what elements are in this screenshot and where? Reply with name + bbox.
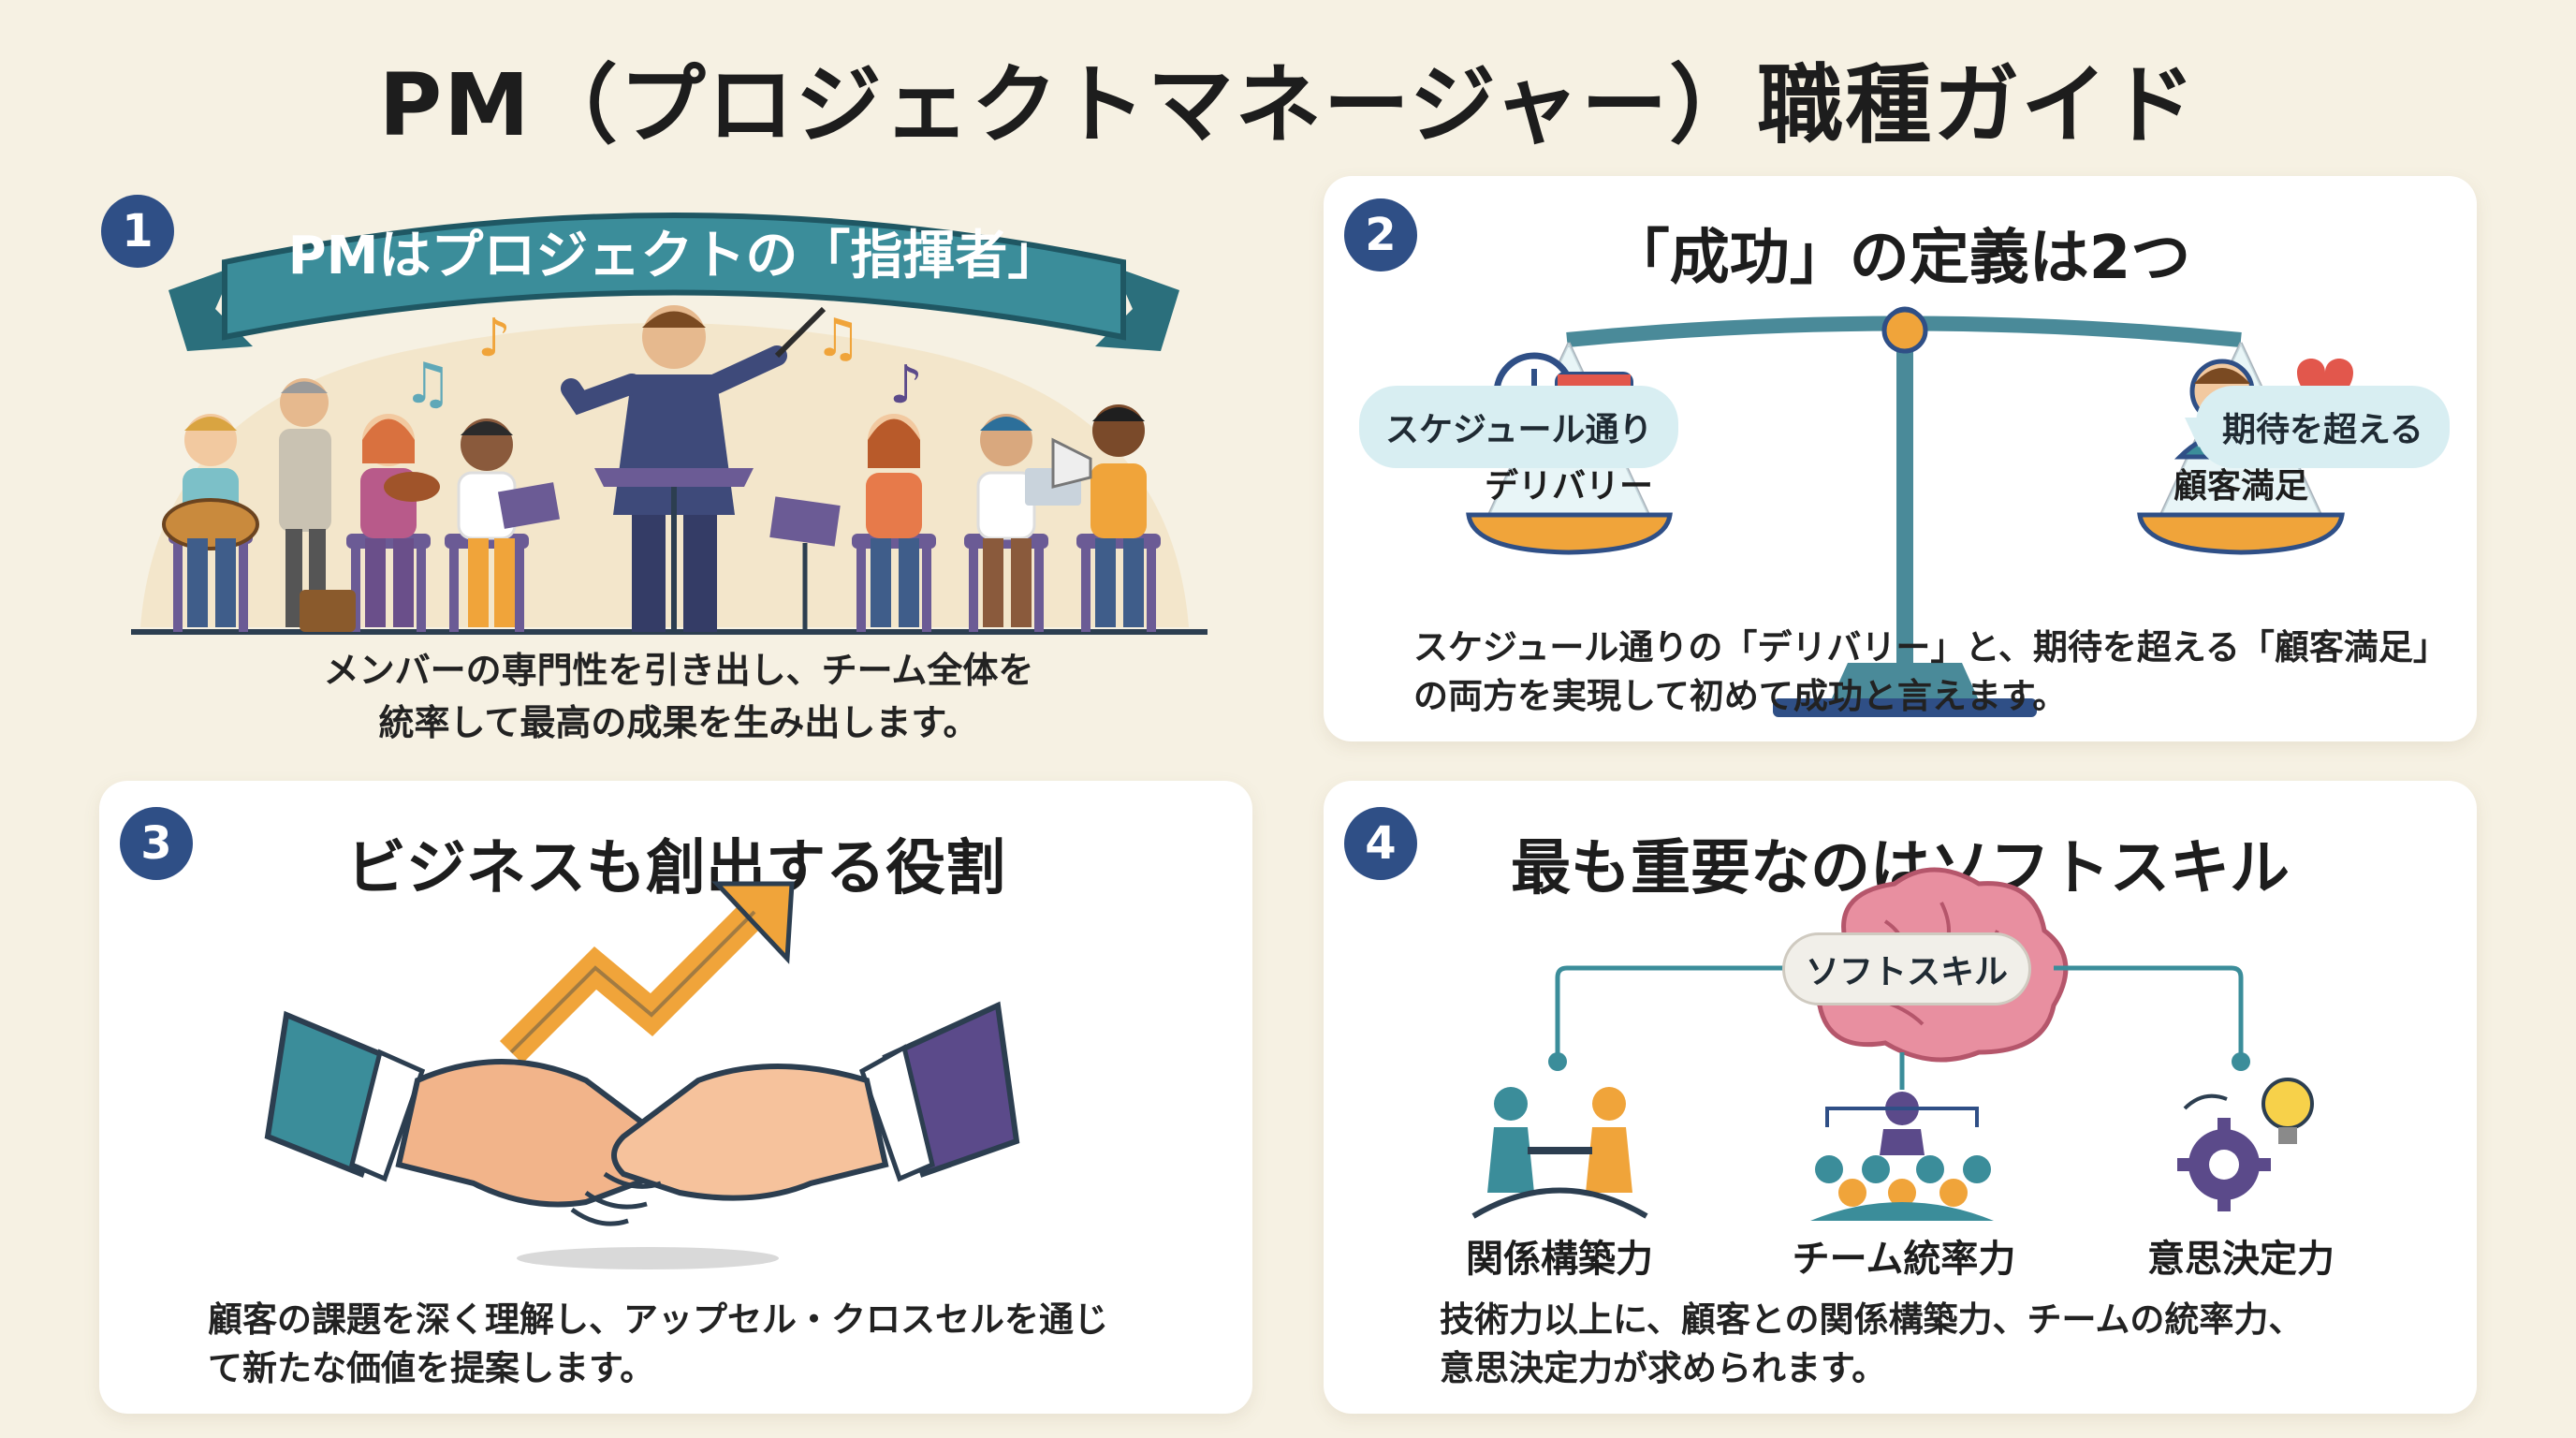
- section-4-description: 技術力以上に、顧客との関係構築力、チームの統率力、 意思決定力が求められます。: [1440, 1296, 2451, 1393]
- section-2-description: スケジュール通りの「デリバリー」と、期待を超える「顧客満足」 の両方を実現して初…: [1413, 624, 2448, 721]
- section-2-desc-line-1: スケジュール通りの「デリバリー」と、期待を超える「顧客満足」: [1413, 627, 2448, 668]
- svg-text:♫: ♫: [402, 351, 453, 417]
- section-3-card: 3 ビジネスも創出する役割 顧客の課題を深く理解し、アップセル・クロスセルを通じ…: [99, 781, 1252, 1414]
- svg-text:♫: ♫: [814, 308, 861, 369]
- section-1-desc-line-1: メンバーの専門性を引き出し、チーム全体を: [323, 650, 1034, 691]
- skill-decision-making: 意思決定力: [2147, 1238, 2334, 1281]
- section-number-3: 3: [120, 807, 193, 880]
- svg-text:♪: ♪: [889, 355, 923, 416]
- section-2-title: 「成功」の定義は2つ: [1609, 224, 2191, 293]
- handshake-growth-illustration: [264, 881, 1020, 1269]
- soft-skill-tag: ソフトスキル: [1782, 932, 2032, 1005]
- ribbon-banner: [168, 213, 1179, 351]
- left-bubble: スケジュール通り: [1359, 386, 1679, 468]
- section-1-desc-line-2: 統率して最高の成果を生み出します。: [378, 702, 979, 743]
- section-4-card: 4 最も重要なのはソフトスキル ソフトスキル 関係構築力 チーム統: [1324, 781, 2477, 1414]
- orchestra-illustration: ♫ ♪ ♫ ♪: [131, 305, 1208, 635]
- svg-text:♪: ♪: [477, 308, 511, 369]
- section-3-desc-line-2: て新たな価値を提案します。: [208, 1348, 655, 1388]
- section-3-title: ビジネスも創出する役割: [346, 834, 1005, 903]
- section-2-desc-line-2: の両方を実現して初めて成功と言えます。: [1413, 676, 2068, 716]
- section-1-description: メンバーの専門性を引き出し、チーム全体を 統率して最高の成果を生み出します。: [187, 644, 1170, 749]
- section-3-desc-line-1: 顧客の課題を深く理解し、アップセル・クロスセルを通じ: [208, 1299, 1108, 1340]
- page-title: PM（プロジェクトマネージャー）職種ガイド: [378, 55, 2198, 155]
- skill-relationship-building: 関係構築力: [1466, 1238, 1653, 1281]
- right-bubble: 期待を超える: [2196, 386, 2450, 468]
- section-3-description: 顧客の課題を深く理解し、アップセル・クロスセルを通じ て新たな価値を提案します。: [208, 1296, 1219, 1393]
- section-number-2: 2: [1344, 198, 1417, 271]
- skill-team-leadership: チーム統率力: [1792, 1238, 2016, 1281]
- section-4-desc-line-2: 意思決定力が求められます。: [1440, 1348, 1887, 1388]
- section-4-desc-line-1: 技術力以上に、顧客との関係構築力、チームの統率力、: [1440, 1299, 2304, 1340]
- ribbon-banner-text: PMはプロジェクトの「指揮者」: [287, 226, 1061, 286]
- section-number-1: 1: [101, 195, 174, 268]
- left-pan-label: デリバリー: [1484, 467, 1653, 506]
- section-2-card: 2 「成功」の定義は2つ スケジュー: [1324, 176, 2477, 741]
- section-number-4: 4: [1344, 807, 1417, 880]
- right-pan-label: 顧客満足: [2173, 467, 2308, 506]
